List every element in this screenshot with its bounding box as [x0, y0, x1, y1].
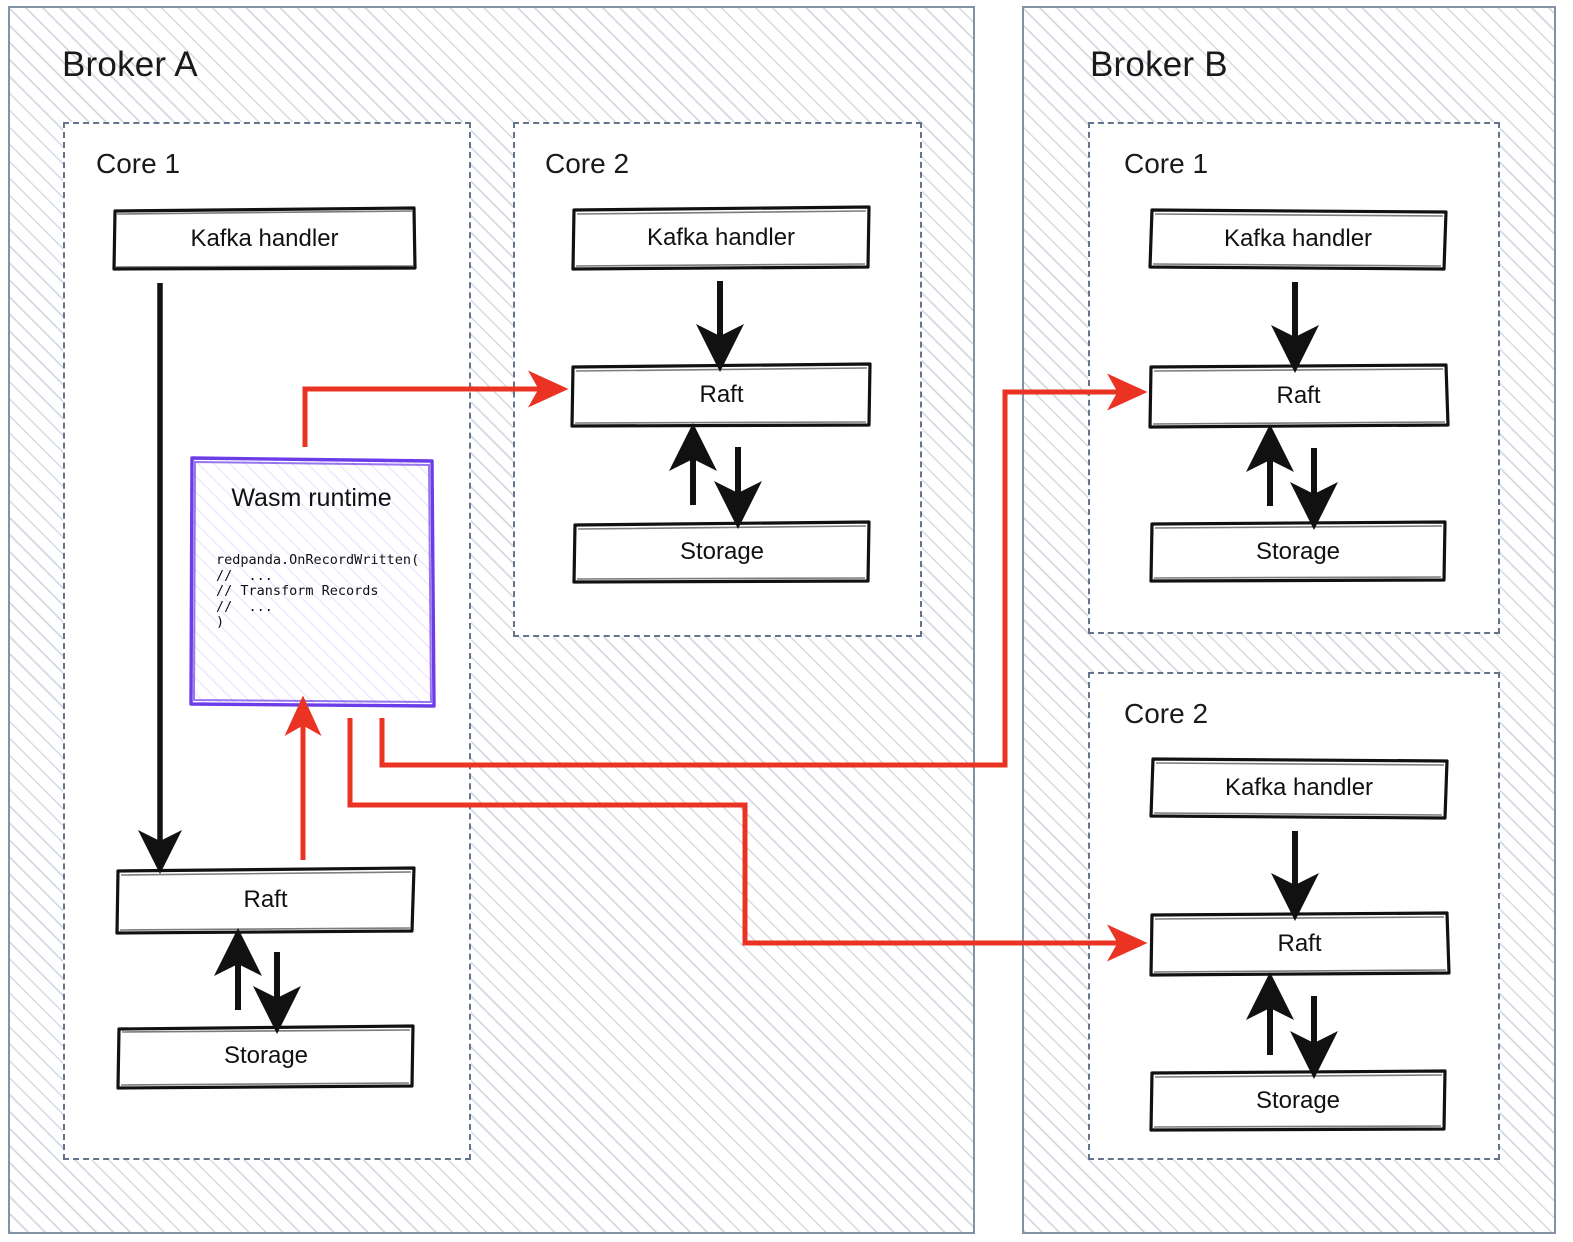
node-label: Storage	[1255, 1086, 1341, 1114]
node-raft-a2[interactable]: Raft	[570, 361, 873, 429]
node-label: Storage	[223, 1042, 309, 1069]
broker-b-title: Broker B	[1090, 45, 1228, 84]
node-kafka-handler-a2[interactable]: Kafka handler	[570, 205, 872, 271]
broker-a-title: Broker A	[62, 45, 198, 84]
node-label: Raft	[699, 381, 744, 408]
node-raft-b2[interactable]: Raft	[1148, 910, 1451, 978]
wasm-runtime-code: redpanda.OnRecordWritten( // ... // Tran…	[216, 552, 420, 630]
node-raft-b1[interactable]: Raft	[1147, 362, 1450, 430]
node-kafka-handler-b1[interactable]: Kafka handler	[1147, 206, 1449, 272]
node-label: Raft	[243, 886, 288, 913]
node-label: Raft	[1277, 930, 1322, 957]
node-label: Storage	[679, 538, 765, 565]
node-kafka-handler-a1[interactable]: Kafka handler	[112, 206, 417, 271]
node-storage-a1[interactable]: Storage	[116, 1022, 416, 1090]
node-wasm-runtime-a1[interactable]: Wasm runtime redpanda.OnRecordWritten( /…	[189, 456, 436, 708]
node-label: Kafka handler	[1223, 225, 1373, 252]
node-label: Raft	[1276, 382, 1321, 409]
broker-a-core-1-title: Core 1	[96, 148, 181, 179]
broker-b-core-1-title: Core 1	[1124, 148, 1209, 179]
node-label: Kafka handler	[190, 224, 339, 252]
node-storage-b2[interactable]: Storage	[1148, 1068, 1448, 1133]
node-label: Kafka handler	[1224, 774, 1374, 801]
node-storage-a2[interactable]: Storage	[572, 519, 872, 585]
node-raft-a1[interactable]: Raft	[114, 865, 417, 935]
node-kafka-handler-b2[interactable]: Kafka handler	[1148, 755, 1450, 821]
node-storage-b1[interactable]: Storage	[1148, 519, 1448, 584]
node-label: Kafka handler	[646, 224, 796, 251]
broker-a-core-2-title: Core 2	[545, 148, 630, 179]
node-label: Storage	[1255, 537, 1341, 565]
wasm-runtime-title: Wasm runtime	[231, 484, 392, 512]
broker-b-core-2-title: Core 2	[1124, 698, 1209, 729]
